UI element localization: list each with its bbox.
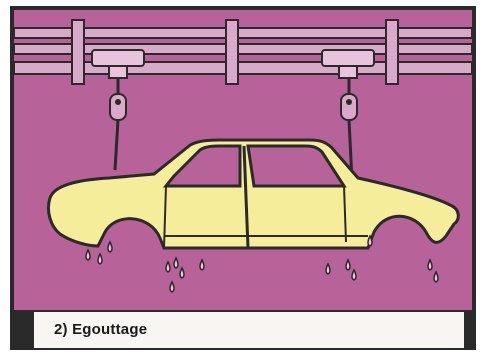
dripping-scene [14, 10, 472, 310]
overhead-conveyor [14, 20, 472, 84]
caption-box: 2) Egouttage [34, 310, 464, 348]
step-caption: 2) Egouttage [54, 321, 147, 338]
